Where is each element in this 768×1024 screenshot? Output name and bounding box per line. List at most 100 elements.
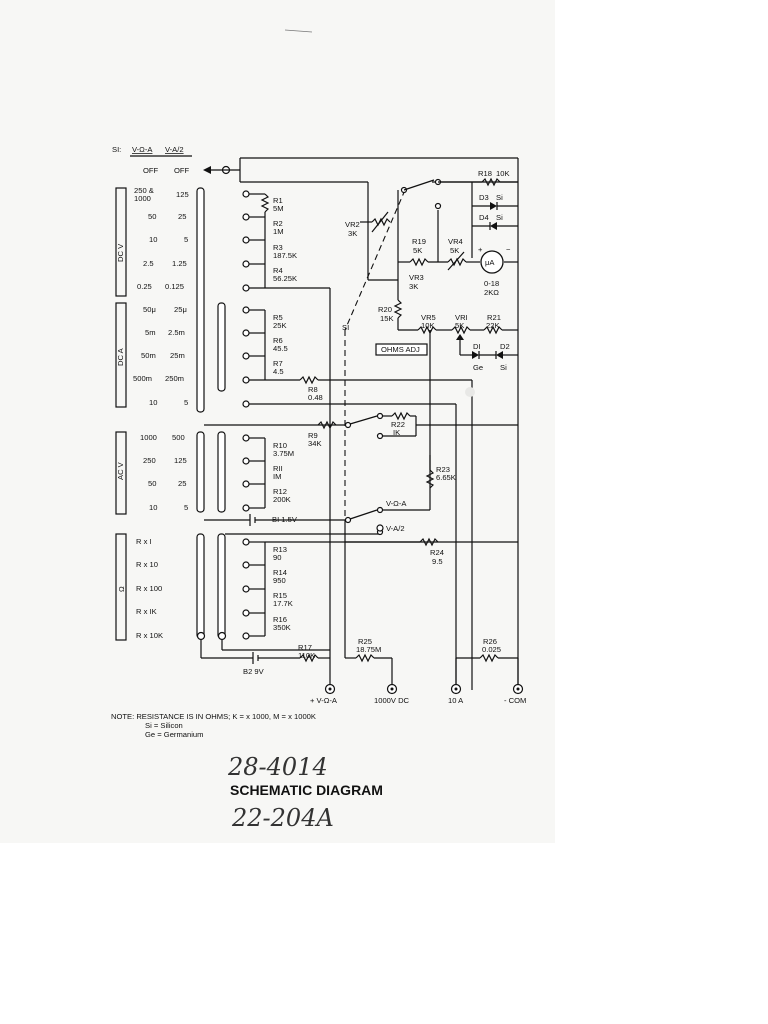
scanned-sheet: SI: V-Ω-A V-A/2 OFF OFF DC V DC A AC V Ω… [111, 29, 527, 832]
r1-value: 5M [273, 204, 284, 213]
battery-b2-wiring [200, 640, 330, 664]
svg-text:125: 125 [176, 190, 189, 199]
r14-label: R14 [273, 568, 287, 577]
r26-label: R26 [483, 637, 497, 646]
svg-text:DC A: DC A [116, 347, 125, 366]
r14-value: 950 [273, 576, 286, 585]
rotary-switch-s1 [344, 178, 442, 536]
vr1-value: 5K [455, 321, 464, 330]
switch-contacts [196, 165, 250, 641]
svg-text:10: 10 [149, 235, 157, 244]
note-line-3: Ge = Germanium [145, 730, 203, 739]
svg-text:Ω: Ω [117, 586, 126, 592]
r22-value: IK [393, 428, 400, 437]
terminal-jack-com[interactable] [512, 683, 524, 695]
scan-mark [284, 29, 313, 33]
r13-value: 90 [273, 553, 281, 562]
svg-text:1000: 1000 [134, 194, 151, 203]
vr4-label: VR4 [448, 237, 463, 246]
svg-text:500: 500 [172, 433, 185, 442]
switch-header-v-a2: V-A/2 [165, 145, 184, 154]
switch-header-v-ohm-a: V-Ω-A [132, 145, 153, 154]
svg-text:500m: 500m [133, 374, 152, 383]
r16-label: R16 [273, 615, 287, 624]
r25-value: 18.75M [356, 645, 381, 654]
svg-text:10: 10 [149, 398, 157, 407]
r3-value: 187.5K [273, 251, 297, 260]
r12-value: 200K [273, 495, 291, 504]
svg-text:R x 100: R x 100 [136, 584, 162, 593]
battery-b1 [204, 514, 345, 526]
r1-label: R1 [273, 196, 283, 205]
section-bracket-acv: AC V [115, 431, 127, 515]
section-bracket-dca: DC A [115, 302, 127, 408]
switch-wafers [196, 187, 226, 639]
r21-value: 22K [486, 321, 500, 330]
r22-label: R22 [391, 420, 405, 429]
ohms-adj-label: OHMS ADJ [381, 345, 420, 354]
vr5-label: VR5 [421, 313, 436, 322]
r11-value: IM [273, 472, 281, 481]
r10-value: 3.75M [273, 449, 294, 458]
r20-label: R20 [378, 305, 392, 314]
ohms-resistor-ladder [225, 533, 518, 637]
terminal-jack-1000v[interactable] [386, 683, 398, 695]
acv-resistor-ladder [204, 420, 345, 509]
meter-resistance: 2KΩ [484, 288, 499, 297]
terminal-jack-10a[interactable] [450, 683, 462, 695]
r13-label: R13 [273, 545, 287, 554]
r3-label: R3 [273, 243, 283, 252]
svg-text:0.125: 0.125 [165, 282, 184, 291]
r23-value: 6.65K [436, 473, 456, 482]
microammeter-icon [480, 250, 504, 274]
terminal-jack-plus[interactable] [324, 683, 336, 695]
r23-label: R23 [436, 465, 450, 474]
r2-label: R2 [273, 219, 283, 228]
svg-text:250 &: 250 & [134, 186, 154, 195]
r5-value: 25K [273, 321, 287, 330]
ohms-adj-box [375, 343, 428, 356]
s1-label: SI [342, 323, 349, 332]
svg-text:50: 50 [148, 479, 156, 488]
ohms-adjust-circuit [398, 325, 518, 359]
d4-type: Si [496, 213, 503, 222]
r10-label: R10 [273, 441, 287, 450]
meter-range: 0-18 [484, 279, 499, 288]
vr4-value: 5K [450, 246, 459, 255]
svg-text:250m: 250m [165, 374, 184, 383]
r18-value: 10K [496, 169, 510, 178]
svg-text:50: 50 [148, 212, 156, 221]
dca-shunt-ladder [249, 309, 473, 690]
svg-text:AC V: AC V [116, 461, 125, 480]
vr2-label: VR2 [345, 220, 360, 229]
r20-value: 15K [380, 314, 394, 323]
d2-label: D2 [500, 342, 510, 351]
r21-label: R21 [487, 313, 501, 322]
b2-label: B2 9V [243, 667, 265, 676]
range-labels: 250 & 1000 125 50 25 10 5 2.5 1.25 0.25 … [133, 186, 189, 640]
svg-text:R x I: R x I [136, 537, 152, 546]
r24-label: R24 [430, 548, 444, 557]
r15-label: R15 [273, 591, 287, 600]
r19-label: R19 [412, 237, 426, 246]
r17-value: 110K [298, 651, 315, 660]
svg-text:5m: 5m [145, 328, 156, 337]
svg-text:50m: 50m [141, 351, 156, 360]
meter-minus: − [506, 245, 511, 254]
vr3-value: 3K [409, 282, 418, 291]
handwritten-code-bottom: 22-204A [231, 804, 334, 832]
note-line-2: Si = Silicon [145, 721, 183, 730]
r26-value: 0.025 [482, 645, 501, 654]
r6-label: R6 [273, 336, 283, 345]
terminal-label-plus: + V-Ω-A [310, 696, 338, 705]
r2-value: 1M [273, 227, 284, 236]
svg-text:DC V: DC V [116, 243, 125, 262]
svg-text:25μ: 25μ [174, 305, 187, 314]
svg-text:R x IK: R x IK [136, 607, 157, 616]
svg-text:1000: 1000 [140, 433, 157, 442]
r6-value: 45.5 [273, 344, 288, 353]
r16-value: 350K [273, 623, 291, 632]
off-label-1: OFF [143, 166, 159, 175]
svg-text:0.25: 0.25 [137, 282, 152, 291]
note-line-1: NOTE: RESISTANCE IS IN OHMS; K = x 1000,… [111, 712, 316, 721]
